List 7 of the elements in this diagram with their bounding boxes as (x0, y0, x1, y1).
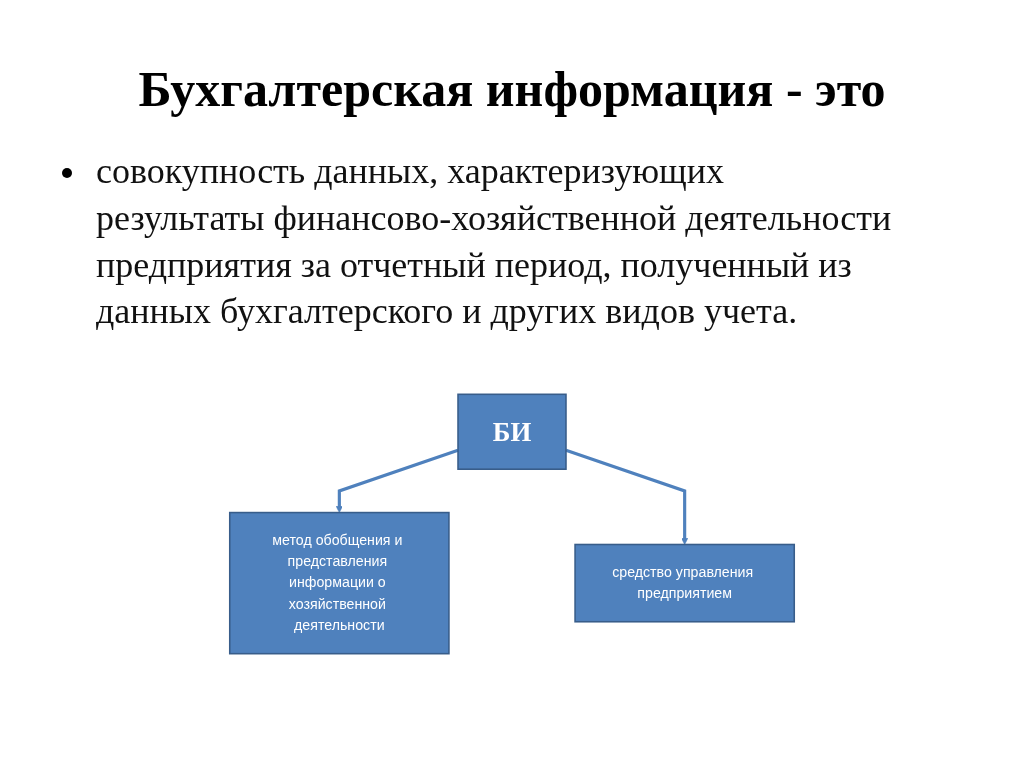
arrow (335, 448, 459, 513)
title: Бухгалтерская информация - это (137, 62, 887, 117)
node-box: БИ (457, 393, 567, 470)
node-box: метод обобщения и представления информации о хозяйственной деятельности (228, 511, 450, 655)
node-box: средство управления предприятием (574, 543, 796, 623)
definition-text: совокупность данных, характеризующих результаты финансово-хозяйственной деятельности предприятия за отчетный период, полученный из данных бухгалтерского и других видов учета. (96, 150, 893, 334)
arrow (565, 448, 689, 545)
